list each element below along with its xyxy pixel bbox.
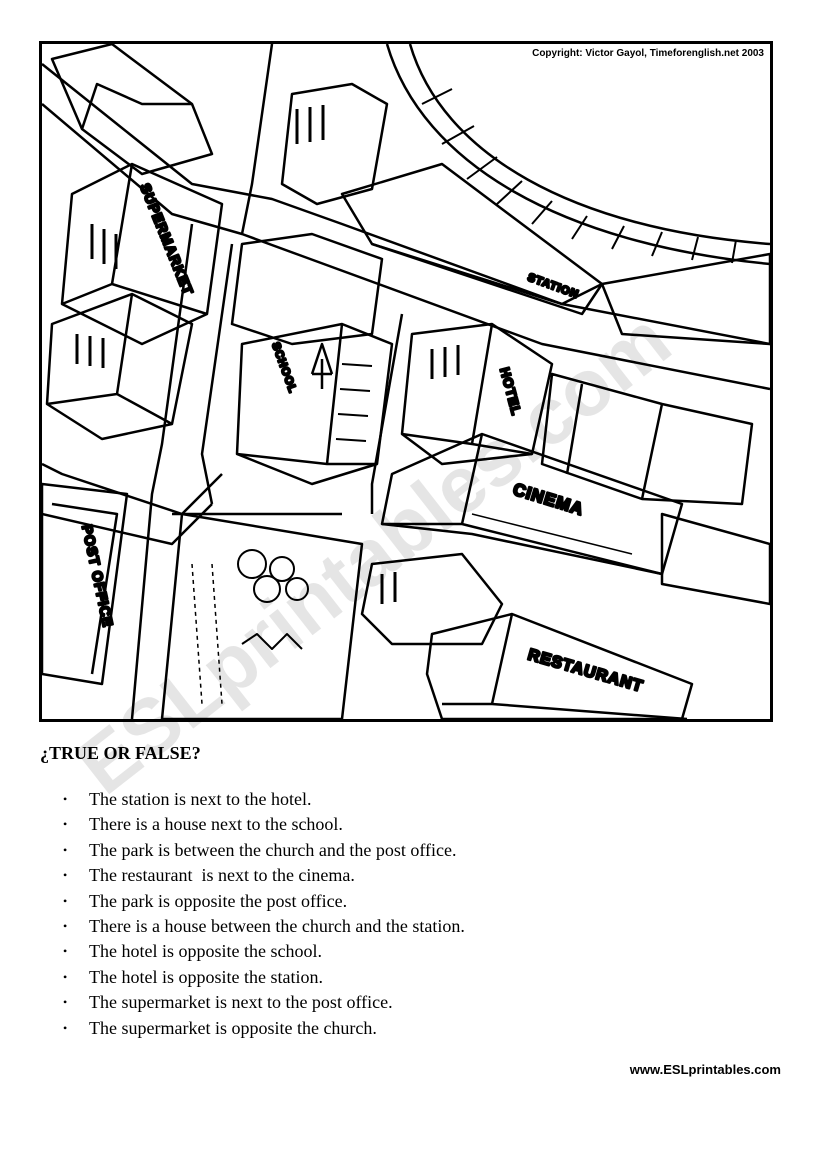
- road-curb: [370, 313, 404, 514]
- statement-item: • There is a house between the church and…: [60, 914, 465, 939]
- statement-item: • The park is between the church and the …: [60, 838, 465, 863]
- statement-item: • There is a house next to the school.: [60, 812, 465, 837]
- statement-text: The hotel is opposite the school.: [89, 941, 322, 962]
- bullet-icon: •: [63, 893, 68, 908]
- worksheet-title: ¿TRUE OR FALSE?: [40, 743, 201, 763]
- park-tree: [269, 556, 295, 582]
- bullet-icon: •: [63, 792, 68, 806]
- house-roof: [80, 82, 192, 130]
- statement-text: The supermarket is next to the post offi…: [89, 992, 393, 1013]
- road-curb: [42, 63, 770, 346]
- park-tree: [253, 575, 281, 603]
- statement-text: The hotel is opposite the station.: [89, 966, 323, 987]
- station-platform: [600, 252, 770, 346]
- park-tree: [237, 549, 267, 579]
- statement-text: There is a house between the church and …: [89, 915, 465, 936]
- park-area: [160, 512, 364, 719]
- house-building: [45, 292, 194, 441]
- railway-track: [385, 44, 770, 266]
- road-curb: [240, 44, 274, 235]
- footer-url[interactable]: www.ESLprintables.com: [629, 1062, 781, 1077]
- post-office-label: POST OFFICE: [79, 523, 116, 628]
- school-building: [235, 322, 394, 486]
- bullet-icon: •: [63, 817, 68, 832]
- restaurant-label: RESTAURANT: [526, 647, 645, 696]
- statement-text: The station is next to the hotel.: [89, 789, 312, 809]
- house-building: [280, 82, 389, 206]
- bullet-icon: •: [63, 868, 68, 883]
- map-illustration: Copyright: Victor Gayol, Timeforenglish.…: [39, 41, 773, 722]
- church-cross: [310, 342, 334, 389]
- statement-item: • The hotel is opposite the station.: [60, 965, 465, 990]
- bullet-icon: •: [63, 995, 68, 1010]
- house-building: [230, 232, 384, 346]
- statement-item: • The station is next to the hotel.: [60, 787, 465, 812]
- statement-text: The park is opposite the post office.: [89, 890, 348, 911]
- statement-item: • The hotel is opposite the school.: [60, 939, 465, 964]
- statement-item: • The supermarket is next to the post off…: [60, 990, 465, 1015]
- statement-text: The supermarket is opposite the church.: [89, 1017, 377, 1038]
- house-building: [50, 44, 214, 176]
- bullet-icon: •: [63, 944, 68, 959]
- post-office-building: [42, 482, 129, 686]
- statement-list: • The station is next to the hotel. • Ther…: [60, 787, 465, 1041]
- hotel-building: [400, 322, 554, 466]
- bullet-icon: •: [63, 918, 68, 933]
- statement-text: The restaurant is next to the cinema.: [89, 865, 355, 886]
- railway-track: [408, 44, 770, 246]
- cinema-label: CINEMA: [511, 480, 586, 520]
- house-building: [660, 512, 770, 606]
- bullet-icon: •: [63, 969, 68, 984]
- road-curb: [42, 103, 770, 391]
- school-label: SCHOOL: [269, 341, 298, 395]
- town-map-drawing: SUPERMARKET SCHOOL STATION HOTEL CINEMA: [42, 44, 770, 719]
- railway-sleepers: [421, 88, 737, 264]
- copyright-text: Copyright: Victor Gayol, Timeforenglish.…: [532, 48, 764, 59]
- supermarket-label: SUPERMARKET: [137, 181, 196, 297]
- park-tree: [285, 577, 309, 601]
- statement-text: There is a house next to the school.: [89, 814, 343, 835]
- bullet-icon: •: [63, 842, 68, 857]
- station-label: STATION: [526, 272, 581, 302]
- road-curb: [200, 243, 234, 505]
- statement-text: The park is between the church and the p…: [89, 839, 457, 860]
- road-curb: [130, 223, 194, 719]
- statement-item: • The park is opposite the post office.: [60, 889, 465, 914]
- house-building: [360, 552, 504, 646]
- hotel-label: HOTEL: [497, 366, 524, 417]
- bullet-icon: •: [63, 1020, 68, 1035]
- statement-item: • The supermarket is opposite the church.: [60, 1016, 465, 1041]
- statement-item: • The restaurant is next to the cinema.: [60, 863, 465, 888]
